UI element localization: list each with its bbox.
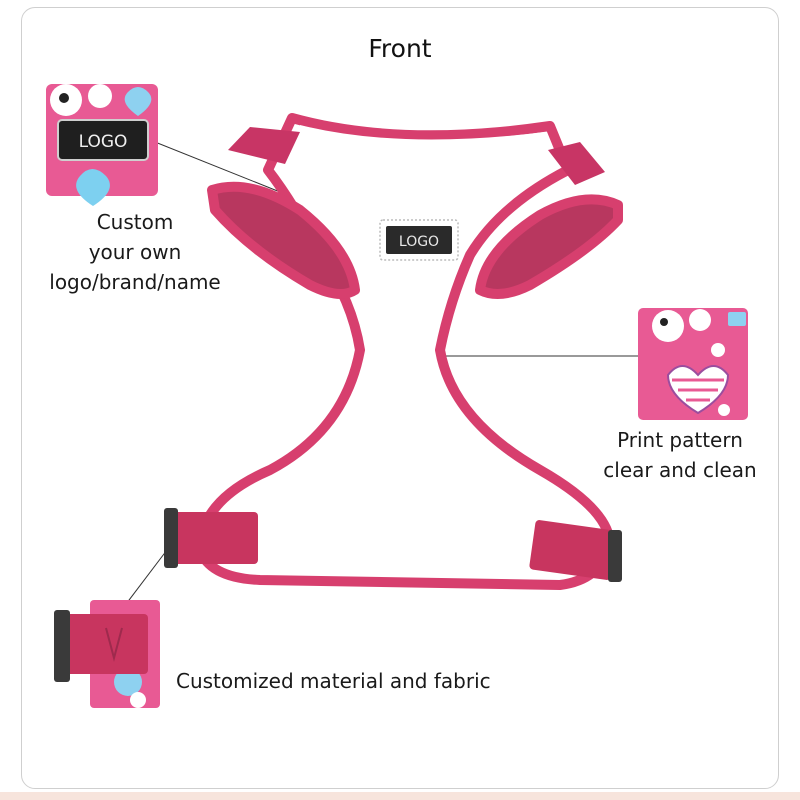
logo-sample-swatch: LOGO <box>46 84 158 206</box>
bottom-strip <box>0 792 800 800</box>
right-buckle <box>608 530 622 582</box>
material-swatch <box>54 600 160 708</box>
logo-sample-label: LOGO <box>79 132 128 152</box>
harness-body <box>195 113 623 590</box>
print-callout-caption: Print pattern clear and clean <box>590 425 770 485</box>
material-callout-caption: Customized material and fabric <box>176 669 491 693</box>
right-top-strap <box>548 142 605 185</box>
left-buckle <box>164 508 178 568</box>
buckle-icon <box>54 610 70 682</box>
print-caption-line-1: Print pattern <box>617 428 743 452</box>
harness-logo-patch: LOGO <box>379 219 459 261</box>
left-top-strap <box>228 127 300 164</box>
print-pattern-swatch <box>638 308 748 420</box>
logo-caption-line-3: logo/brand/name <box>49 270 221 294</box>
logo-caption-line-2: your own <box>88 240 182 264</box>
page-title: Front <box>368 34 432 63</box>
flower-icon <box>711 343 725 357</box>
print-caption-line-2: clear and clean <box>603 458 757 482</box>
right-bottom-strap <box>529 520 617 580</box>
harness-patch-label: LOGO <box>399 234 439 250</box>
logo-caption-line-1: Custom <box>96 210 174 234</box>
logo-callout-caption: Custom your own logo/brand/name <box>30 207 240 297</box>
heart-icon <box>124 87 152 116</box>
left-bottom-strap <box>168 512 258 564</box>
